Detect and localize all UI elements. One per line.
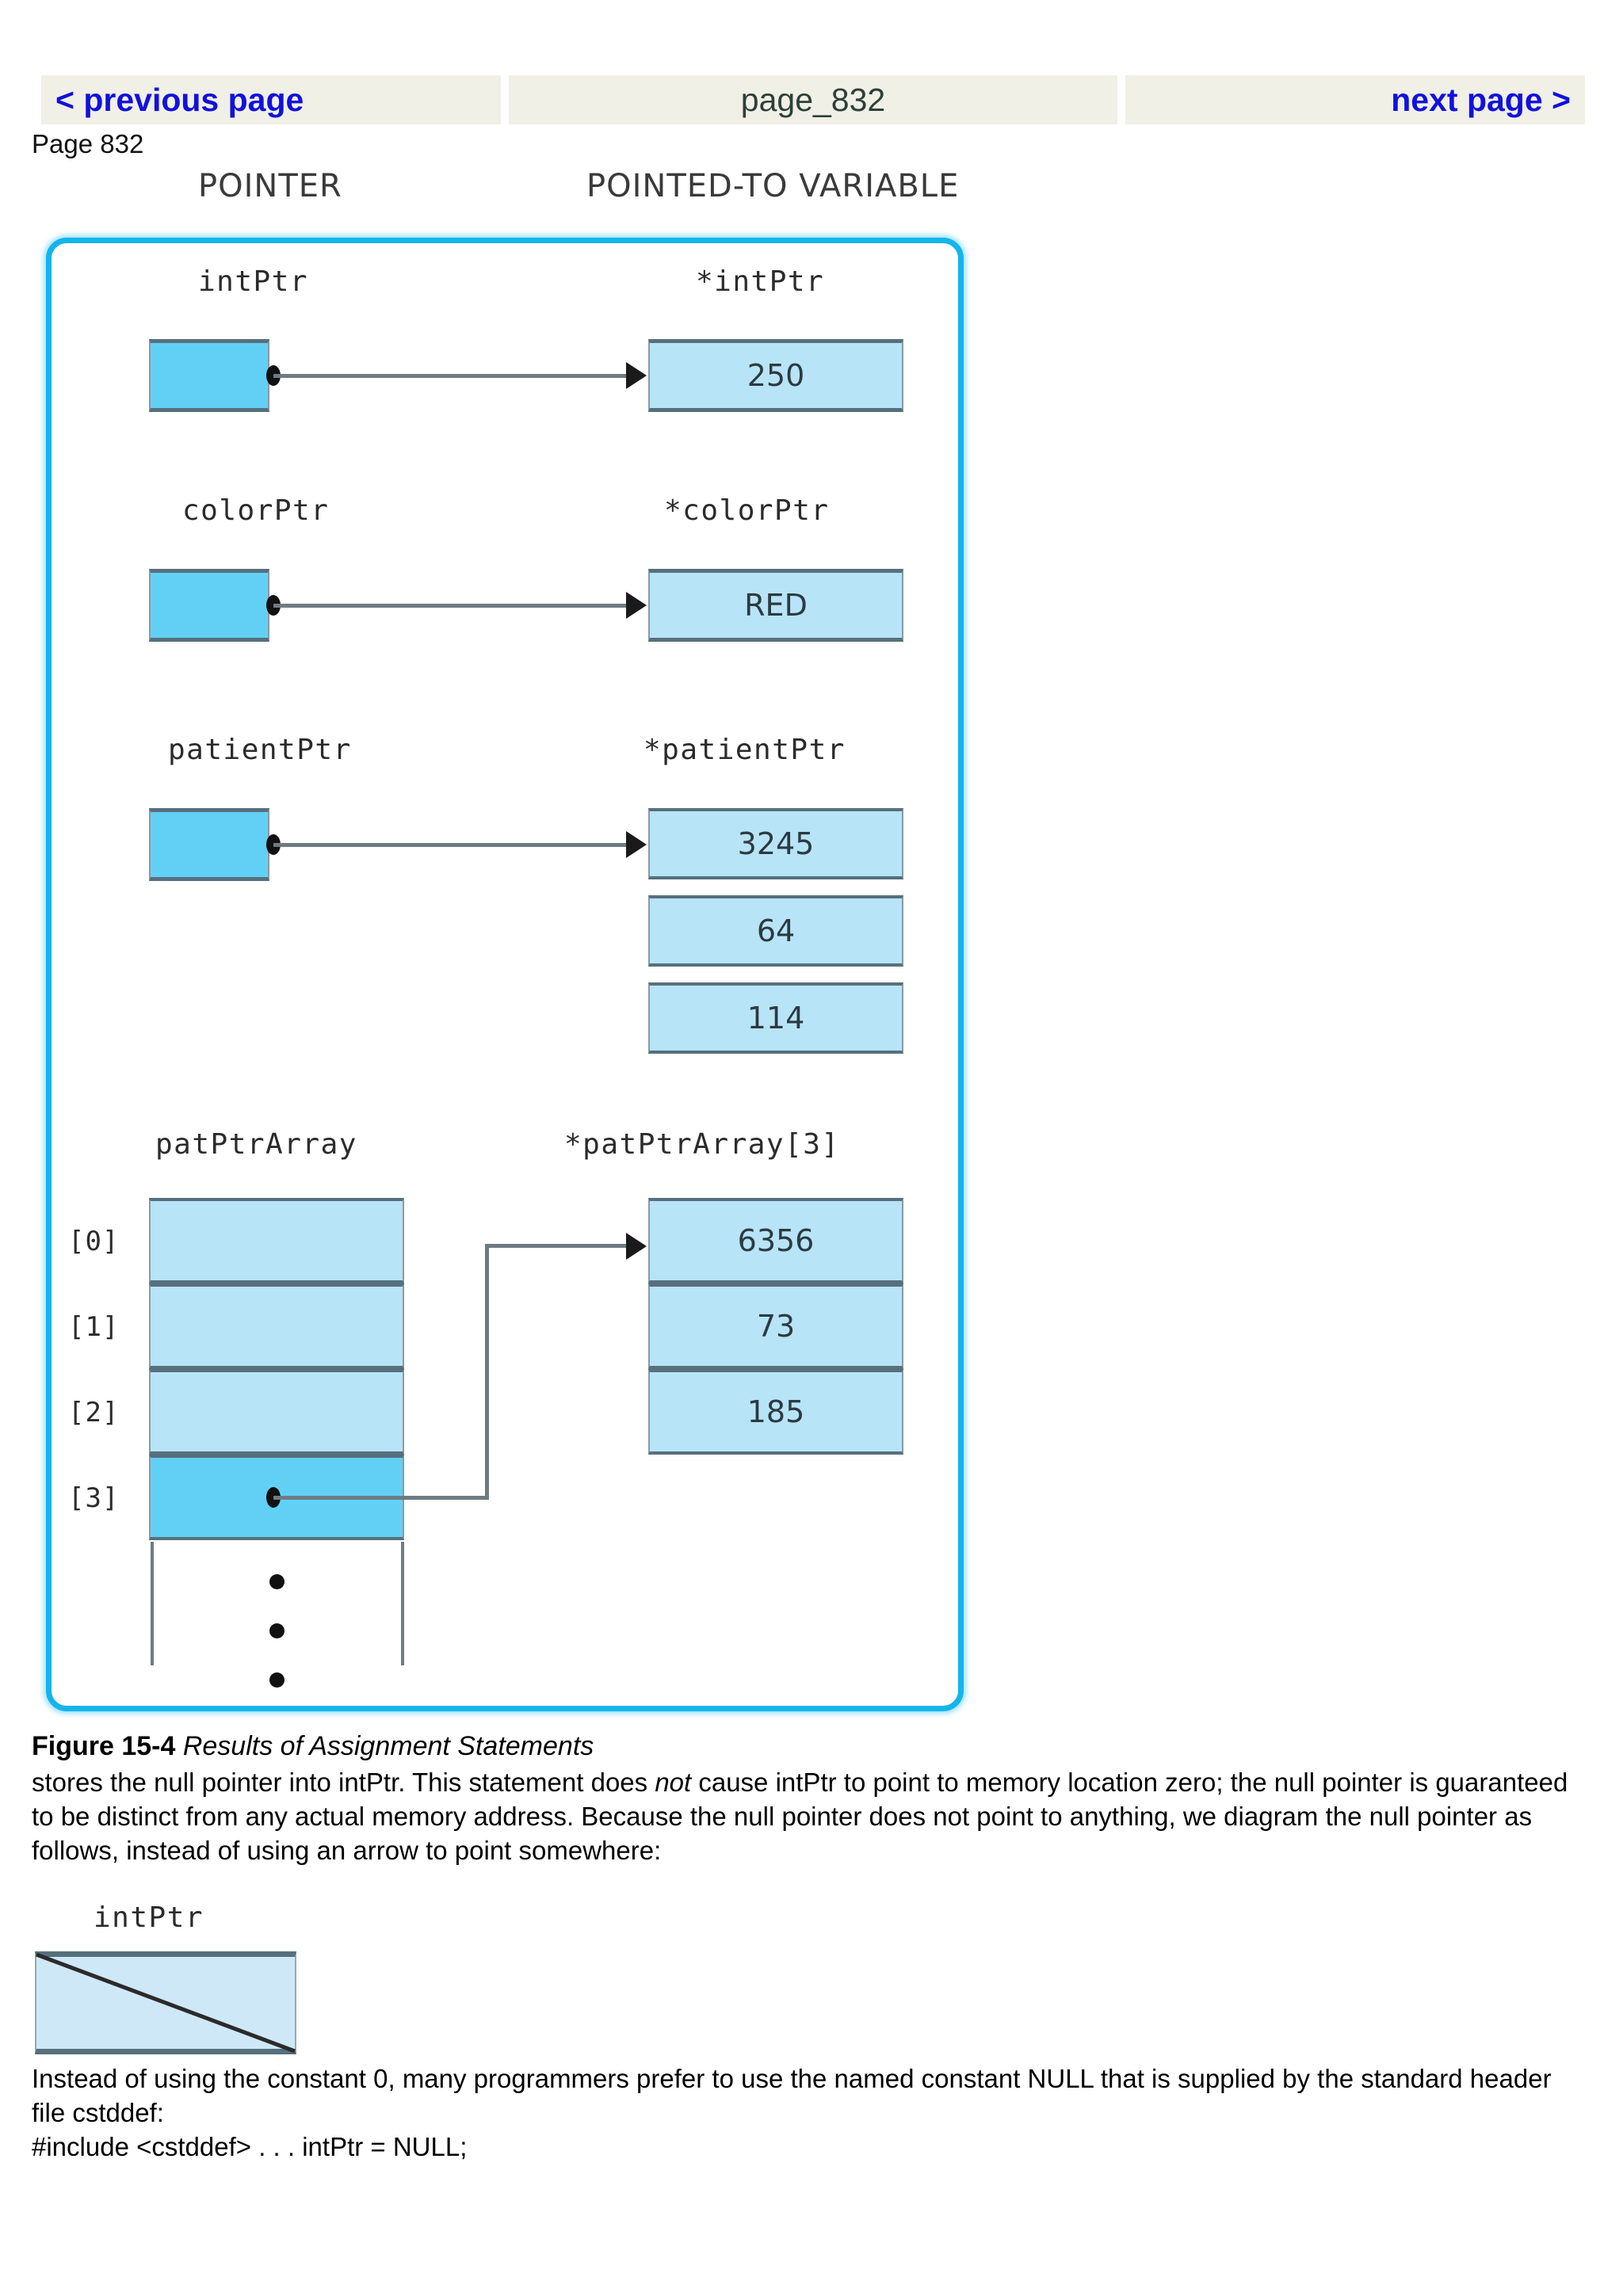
figure-number: Figure 15-4 [32,1731,176,1761]
label-deref-intptr: *intPtr [696,265,825,298]
label-null-intptr: intPtr [94,1901,204,1934]
paragraph1-emphasis: not [655,1768,692,1797]
label-colorptr: colorPtr [182,494,330,527]
body-paragraph-2: Instead of using the constant 0, many pr… [32,2061,1585,2164]
array-ellipsis-dot-3 [269,1672,285,1688]
box-patientptr [149,808,269,881]
box-colorptr [149,569,269,642]
label-intptr: intPtr [198,265,309,298]
box-colorptr-value: RED [648,569,903,642]
box-patptrarray-value-1: 73 [648,1283,903,1369]
figure-title: Results of Assignment Statements [182,1731,594,1761]
array-cell-2 [149,1369,404,1455]
box-intptr-value: 250 [648,339,903,412]
array-index-2: [2] [68,1397,120,1428]
connector-patptrarray-seg3 [485,1244,634,1248]
array-ellipsis-dot-2 [269,1623,285,1638]
array-ellipsis-dot-1 [269,1574,285,1589]
previous-page-link[interactable]: < previous page [55,81,304,118]
array-rail-right [401,1542,404,1665]
connector-patptrarray-seg1 [273,1496,489,1500]
label-deref-patptrarray: *patPtrArray[3] [564,1128,840,1161]
current-page-label: page_832 [740,81,886,118]
page-label: Page 832 [32,129,144,158]
label-deref-colorptr: *colorPtr [664,494,830,527]
box-patient-field-0: 3245 [648,808,903,879]
label-patientptr: patientPtr [168,734,352,766]
code-line: #include <cstddef> . . . intPtr = NULL; [32,2132,468,2161]
paragraph1-part-b: cause intPtr to point to memory location… [32,1768,1568,1865]
box-patient-field-2: 114 [648,982,903,1054]
column-header-pointer: POINTER [198,168,342,204]
arrow-head-intptr [626,362,647,389]
connector-colorptr [273,604,630,608]
page-navigation-bar: < previous page page_832 next page > [41,75,1585,124]
array-index-1: [1] [68,1311,120,1343]
previous-page-cell[interactable]: < previous page [41,75,501,124]
null-slash-icon [36,1952,296,2054]
next-page-cell[interactable]: next page > [1125,75,1585,124]
column-header-pointed-to: POINTED-TO VARIABLE [586,168,960,204]
arrow-head-colorptr [626,592,647,619]
arrow-head-patientptr [626,831,647,858]
box-patient-field-1: 64 [648,895,903,967]
current-page-cell: page_832 [509,75,1117,124]
box-patptrarray-value-0: 6356 [648,1198,903,1283]
paragraph2-text: Instead of using the constant 0, many pr… [32,2064,1552,2127]
connector-intptr [273,374,630,378]
connector-patientptr [273,843,630,847]
label-patptrarray: patPtrArray [155,1128,357,1161]
label-deref-patientptr: *patientPtr [643,734,846,766]
array-index-3: [3] [68,1482,120,1514]
array-rail-left [151,1542,154,1665]
figure-caption: Figure 15-4 Results of Assignment Statem… [32,1731,594,1762]
box-intptr [149,339,269,412]
array-cell-1 [149,1283,404,1369]
body-paragraph-1: stores the null pointer into intPtr. Thi… [32,1765,1585,1867]
arrow-head-patptrarray [626,1233,647,1260]
paragraph1-part-a: stores the null pointer into intPtr. Thi… [32,1768,655,1797]
box-patptrarray-value-2: 185 [648,1369,903,1455]
next-page-link[interactable]: next page > [1391,81,1571,118]
connector-patptrarray-seg2 [485,1244,489,1500]
array-cell-0 [149,1198,404,1283]
array-index-0: [0] [68,1226,120,1257]
null-pointer-box [35,1951,296,2054]
